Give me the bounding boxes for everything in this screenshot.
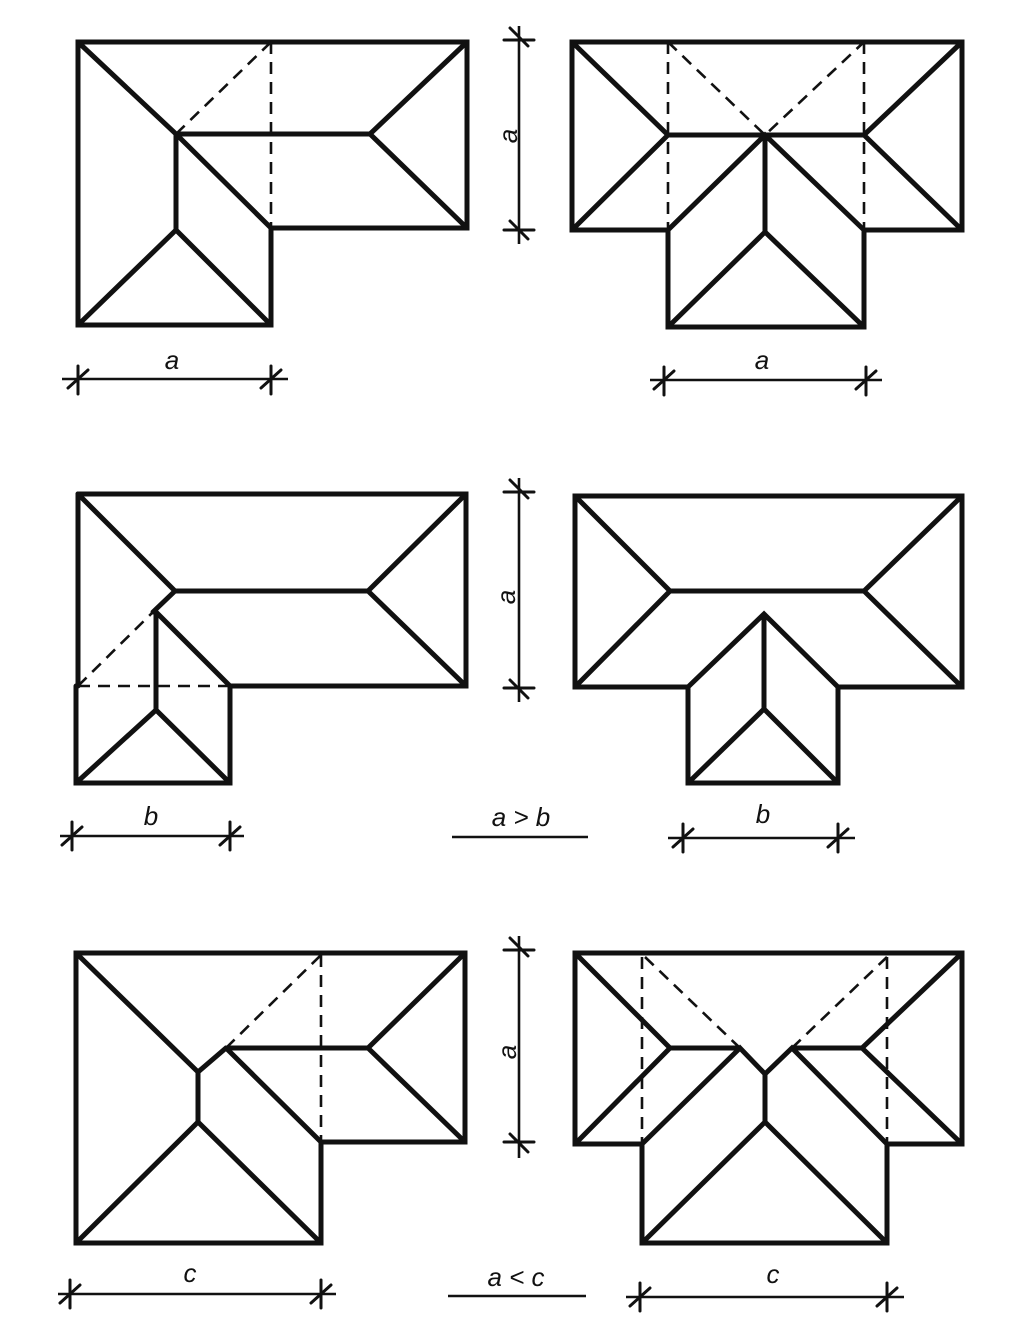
roof-plan-l-shape-3 <box>73 950 468 1246</box>
roof-ridges <box>572 950 965 1246</box>
roof-outline <box>572 950 965 1246</box>
roof-outline <box>73 491 469 786</box>
hidden-lines <box>175 41 273 228</box>
dimension-c-horizontal-2: c <box>626 1259 904 1313</box>
dimension-label-a: a <box>492 1045 522 1059</box>
hidden-lines <box>666 41 866 230</box>
hidden-lines <box>225 954 323 1142</box>
dimension-label-b: b <box>144 801 158 831</box>
dimension-c-horizontal-1: c <box>58 1258 336 1310</box>
roof-outline <box>75 39 470 328</box>
roof-ridges <box>73 491 469 786</box>
roof-ridges <box>572 493 965 786</box>
dimension-a-vertical-3: a <box>492 936 536 1158</box>
dimension-label-c: c <box>767 1259 780 1289</box>
relation-a-greater-b: a > b <box>452 802 588 839</box>
dimension-a-horizontal-1: a <box>62 345 288 396</box>
roof-ridges <box>569 39 965 330</box>
roof-ridges <box>73 950 468 1246</box>
roof-outline <box>73 950 468 1246</box>
relation-label: a > b <box>492 802 551 832</box>
dimension-b-horizontal-2: b <box>668 799 855 854</box>
dimension-label-c: c <box>184 1258 197 1288</box>
dimension-label-a: a <box>755 345 769 375</box>
dimension-label-b: b <box>756 799 770 829</box>
roof-plan-t-shape-2 <box>572 493 965 786</box>
relation-a-less-c: a < c <box>448 1262 586 1298</box>
roof-ridges <box>75 39 470 328</box>
roof-plan-t-shape-1 <box>569 39 965 330</box>
hidden-lines <box>77 611 230 688</box>
roof-plan-l-shape-1 <box>75 39 470 328</box>
dimension-a-horizontal-2: a <box>650 345 882 397</box>
roof-plan-l-shape-2 <box>73 491 469 786</box>
dimension-label-a: a <box>493 129 523 143</box>
roof-plan-t-shape-3 <box>572 950 965 1246</box>
relation-label: a < c <box>487 1262 544 1292</box>
dimension-a-vertical-2: a <box>491 478 536 702</box>
dimension-label-a: a <box>491 590 521 604</box>
dimension-label-a: a <box>165 345 179 375</box>
dimension-a-vertical-1: a <box>493 26 536 244</box>
dimension-b-horizontal-1: b <box>60 801 244 852</box>
roof-outline <box>572 493 965 786</box>
